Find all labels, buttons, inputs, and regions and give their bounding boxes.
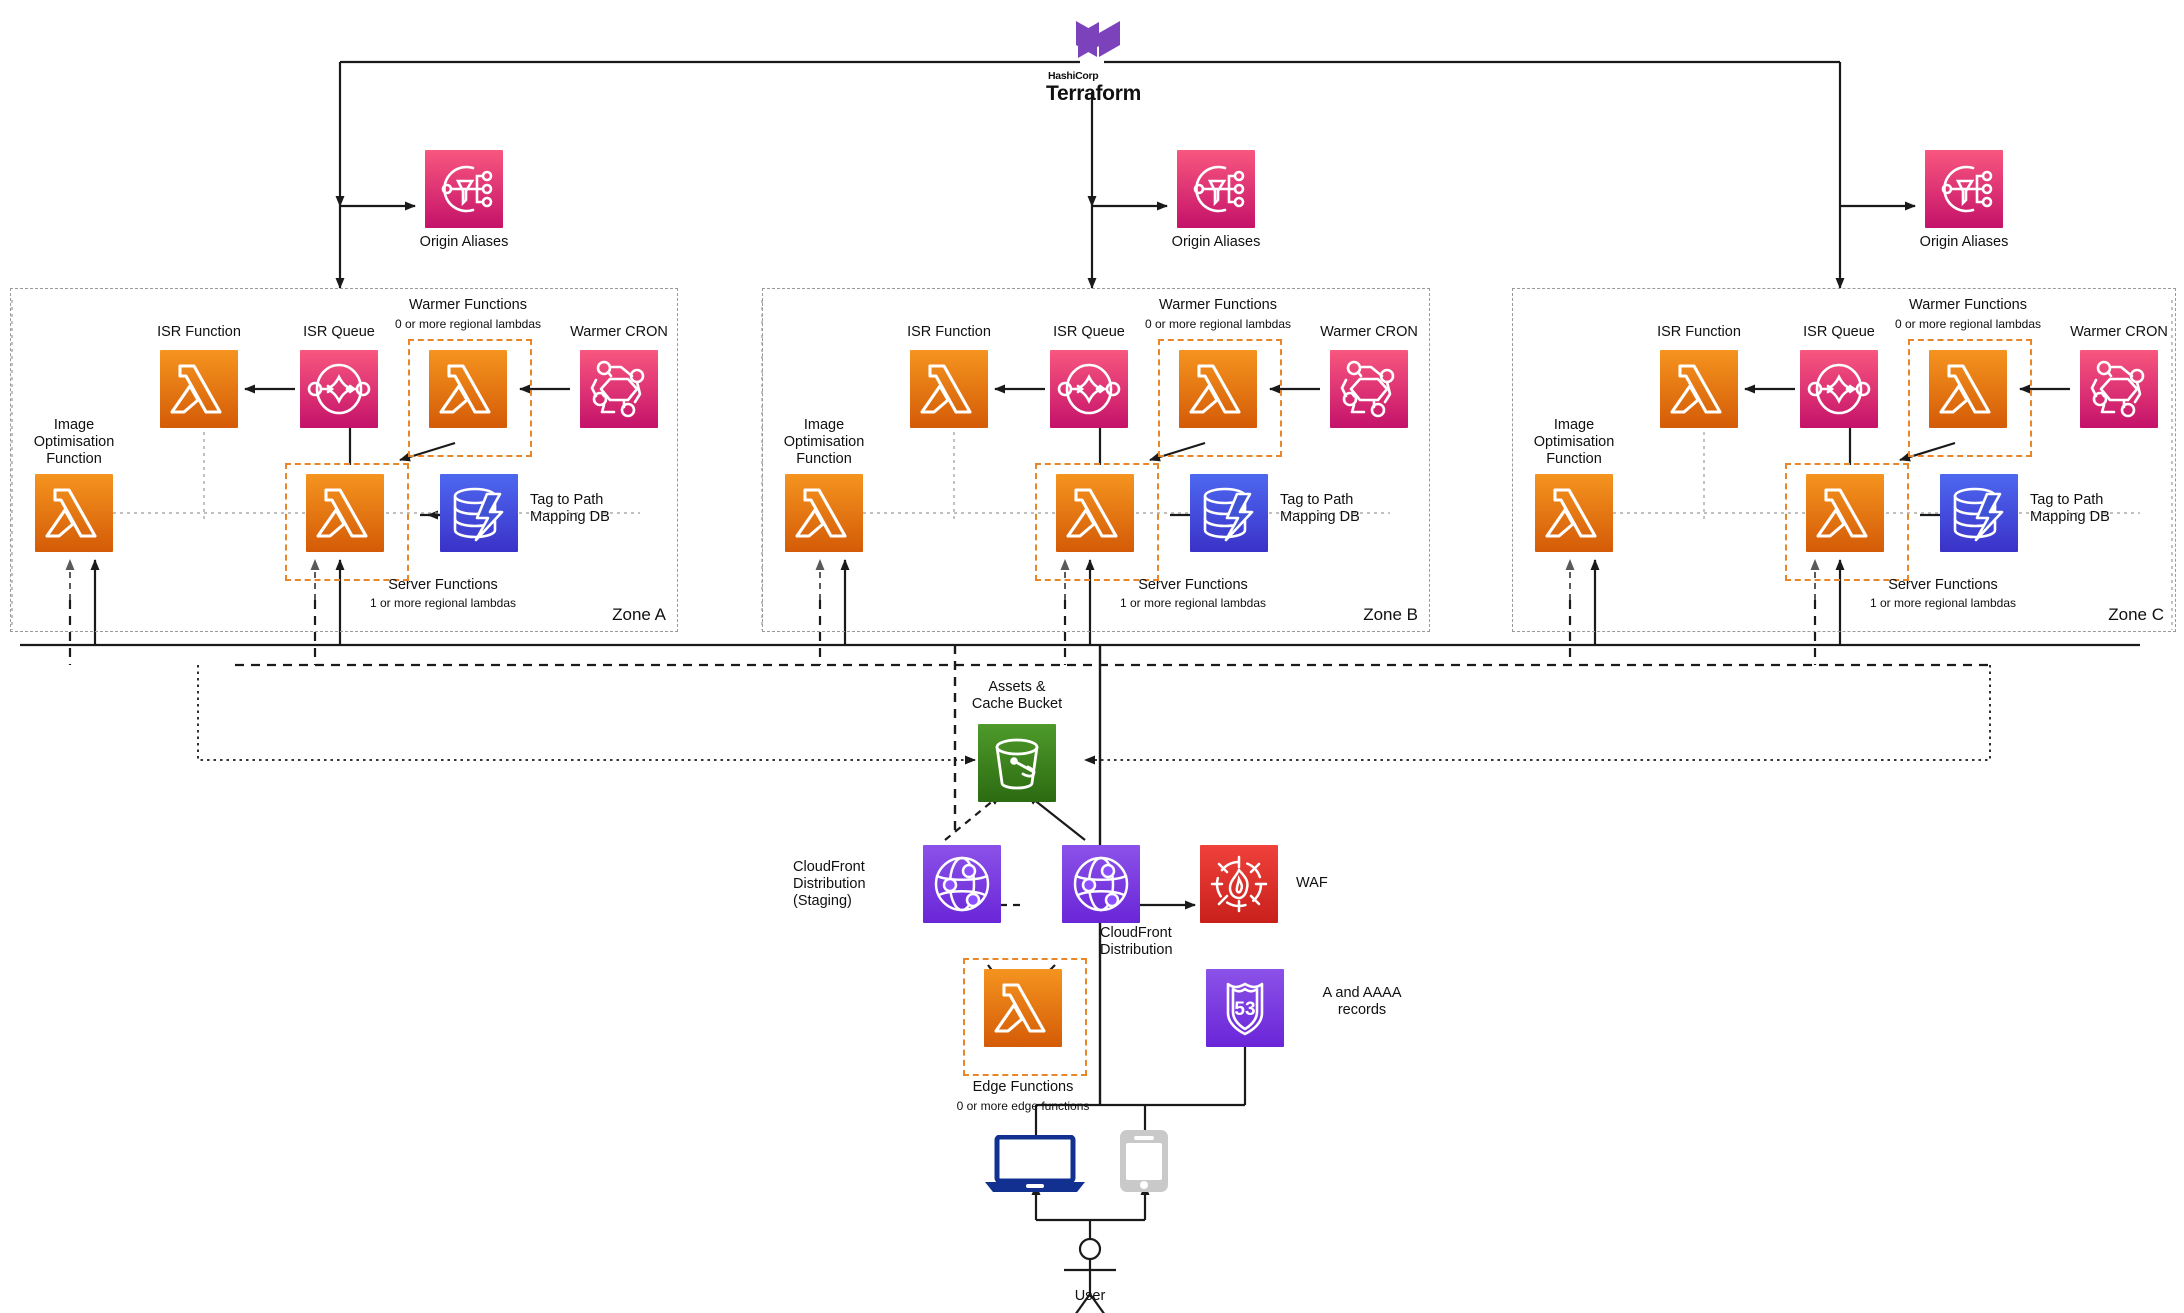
terraform-product-label: Terraform [1046, 82, 1141, 105]
edge-functions-group [963, 958, 1087, 1076]
lambda-icon [35, 474, 113, 552]
zone-b-warmer-functions-sublabel: 0 or more regional lambdas [1144, 317, 1292, 331]
lambda-icon [1179, 350, 1257, 428]
zone-c-isr-function-label: ISR Function [1657, 324, 1741, 340]
zone-b-warmer-functions-label: Warmer Functions [1159, 297, 1277, 313]
edge-functions-sublabel: 0 or more edge functions [956, 1099, 1090, 1113]
zone-b-warmer-cron-label: Warmer CRON [1320, 324, 1418, 340]
zone-a-server-functions-sublabel: 1 or more regional lambdas [369, 596, 517, 610]
zone-a-tag-db-label: Tag to Path Mapping DB [530, 492, 610, 525]
zone-b-boundary [762, 288, 1430, 632]
terraform-provisioner [1040, 8, 1150, 71]
lambda-icon [160, 350, 238, 428]
lambda-icon [429, 350, 507, 428]
origin-aliases-icon [425, 150, 503, 228]
zone-c-warmer-group [1908, 339, 2032, 457]
zone-b-warmer-group [1158, 339, 1282, 457]
zone-a-warmer-functions-label: Warmer Functions [409, 297, 527, 313]
waf-label: WAF [1296, 875, 1328, 891]
sqs-icon [1050, 350, 1128, 428]
phone-device[interactable] [1108, 1128, 1180, 1199]
zone-c-boundary [1512, 288, 2176, 632]
zone-a-image-optimisation-label: Image Optimisation Function [33, 417, 115, 467]
cloudfront-staging-label: CloudFront Distribution (Staging) [793, 859, 866, 909]
s3-bucket-icon [978, 724, 1056, 802]
dynamodb-icon [1940, 474, 2018, 552]
origin-aliases-b-label: Origin Aliases [1171, 234, 1261, 250]
lambda-icon [1660, 350, 1738, 428]
zone-c-server-group [1785, 463, 1909, 581]
eventbridge-icon [2080, 350, 2158, 428]
eventbridge-icon [580, 350, 658, 428]
eventbridge-icon [1330, 350, 1408, 428]
zone-a-server-functions-label: Server Functions [388, 577, 498, 593]
zone-c-warmer-functions-sublabel: 0 or more regional lambdas [1894, 317, 2042, 331]
cloudfront-distribution-label: CloudFront Distribution [1100, 925, 1173, 958]
origin-aliases-icon [1925, 150, 2003, 228]
lambda-icon [984, 969, 1062, 1047]
zone-b-image-optimisation-label: Image Optimisation Function [783, 417, 865, 467]
zone-b-tag-db-label: Tag to Path Mapping DB [1280, 492, 1360, 525]
zone-c-isr-queue-label: ISR Queue [1803, 324, 1875, 340]
route53-icon: 53 [1206, 969, 1284, 1047]
lambda-icon [785, 474, 863, 552]
cloudfront-icon [923, 845, 1001, 923]
user-label: User [1074, 1288, 1106, 1304]
zone-a-isr-function-label: ISR Function [157, 324, 241, 340]
edge-functions-label: Edge Functions [972, 1079, 1074, 1095]
smartphone-icon [1120, 1130, 1168, 1192]
svg-text:53: 53 [1234, 999, 1255, 1020]
lambda-icon [306, 474, 384, 552]
laptop-icon [985, 1134, 1085, 1192]
terraform-logo-icon [1076, 21, 1120, 58]
lambda-icon [1056, 474, 1134, 552]
zone-c-image-optimisation-label: Image Optimisation Function [1533, 417, 1615, 467]
lambda-icon [1535, 474, 1613, 552]
waf-icon [1200, 845, 1278, 923]
lambda-icon [1929, 350, 2007, 428]
zone-c-server-functions-label: Server Functions [1888, 577, 1998, 593]
sqs-icon [300, 350, 378, 428]
zone-b-isr-function-label: ISR Function [907, 324, 991, 340]
zone-a-server-group [285, 463, 409, 581]
zone-a-warmer-group [408, 339, 532, 457]
origin-aliases-a-label: Origin Aliases [419, 234, 509, 250]
zone-c-tag-db-label: Tag to Path Mapping DB [2030, 492, 2110, 525]
origin-aliases-icon [1177, 150, 1255, 228]
zone-b-server-functions-label: Server Functions [1138, 577, 1248, 593]
sqs-icon [1800, 350, 1878, 428]
lambda-icon [910, 350, 988, 428]
assets-cache-bucket-label: Assets & Cache Bucket [971, 679, 1063, 712]
dynamodb-icon [440, 474, 518, 552]
cloudfront-icon [1062, 845, 1140, 923]
lambda-icon [1806, 474, 1884, 552]
zone-c-server-functions-sublabel: 1 or more regional lambdas [1869, 596, 2017, 610]
laptop-device[interactable] [980, 1134, 1090, 1198]
origin-aliases-c-label: Origin Aliases [1919, 234, 2009, 250]
route53-records-label: A and AAAA records [1322, 985, 1402, 1018]
zone-c-warmer-cron-label: Warmer CRON [2070, 324, 2168, 340]
zone-b-isr-queue-label: ISR Queue [1053, 324, 1125, 340]
terraform-vendor-label: HashiCorp [1048, 70, 1099, 82]
zone-c-label: Zone C [2108, 605, 2164, 624]
zone-c-warmer-functions-label: Warmer Functions [1909, 297, 2027, 313]
zone-a-label: Zone A [612, 605, 666, 624]
zone-b-server-functions-sublabel: 1 or more regional lambdas [1119, 596, 1267, 610]
zone-a-isr-queue-label: ISR Queue [303, 324, 375, 340]
zone-a-boundary [10, 288, 678, 632]
dynamodb-icon [1190, 474, 1268, 552]
zone-b-server-group [1035, 463, 1159, 581]
zone-b-label: Zone B [1363, 605, 1418, 624]
zone-a-warmer-cron-label: Warmer CRON [570, 324, 668, 340]
zone-a-warmer-functions-sublabel: 0 or more regional lambdas [394, 317, 542, 331]
